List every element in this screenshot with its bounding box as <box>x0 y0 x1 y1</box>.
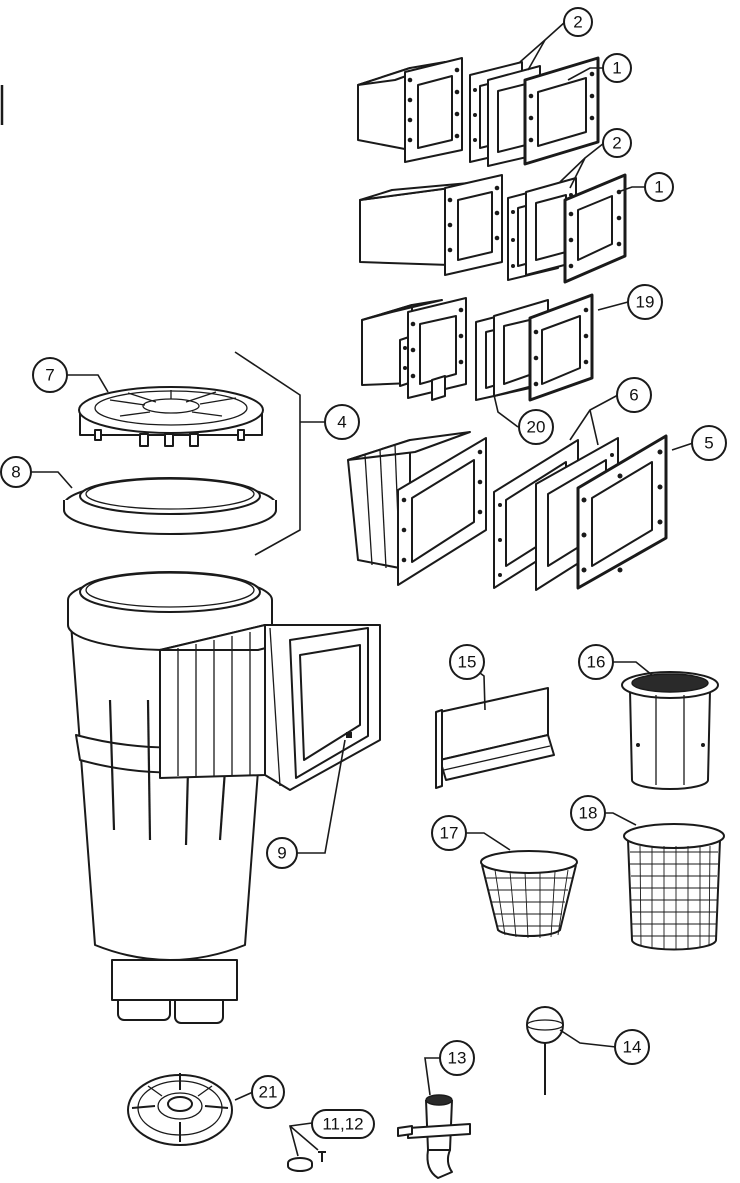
weir-door <box>435 687 555 789</box>
callout-13: 13 <box>439 1040 475 1076</box>
callout-label: 9 <box>277 844 286 863</box>
callout-6: 6 <box>616 377 652 413</box>
vacuum-adapter <box>397 1094 471 1179</box>
callout-label: 18 <box>579 804 598 823</box>
callout-8: 8 <box>0 456 32 488</box>
callout-2a: 2 <box>563 7 593 37</box>
callout-5: 5 <box>691 425 727 461</box>
callout-15: 15 <box>449 644 485 680</box>
faceplate-3 <box>528 293 594 402</box>
callout-label: 11,12 <box>322 1115 363 1134</box>
callout-19: 19 <box>627 284 663 320</box>
callout-label: 19 <box>636 293 655 312</box>
small-basket <box>480 850 578 939</box>
skimmer-collar <box>63 477 277 535</box>
screw-and-plug <box>287 1151 326 1172</box>
callout-21: 21 <box>251 1075 285 1109</box>
callout-11-12: 11,12 <box>311 1109 375 1139</box>
throat-extension-assembly-3 <box>361 297 467 401</box>
callout-16: 16 <box>578 644 614 680</box>
faceplate-1 <box>523 56 600 166</box>
callout-14: 14 <box>614 1029 650 1065</box>
callout-1b: 1 <box>644 172 674 202</box>
callout-label: 2 <box>573 13 582 32</box>
callout-label: 2 <box>612 134 621 153</box>
callout-4: 4 <box>324 404 360 440</box>
callout-label: 21 <box>259 1083 278 1102</box>
skimmer-lid <box>78 386 264 447</box>
callout-17: 17 <box>431 815 467 851</box>
callout-label: 20 <box>527 418 546 437</box>
callout-label: 16 <box>587 653 606 672</box>
throat-extension-assembly-2 <box>359 174 503 276</box>
callout-label: 1 <box>612 59 621 78</box>
callout-2b: 2 <box>602 128 632 158</box>
skimmer-body <box>67 571 381 1024</box>
float-valve <box>526 1006 564 1095</box>
callout-label: 14 <box>623 1038 642 1057</box>
callout-label: 8 <box>11 463 20 482</box>
callout-label: 13 <box>448 1049 467 1068</box>
callout-label: 6 <box>629 386 638 405</box>
callout-label: 4 <box>337 413 346 432</box>
callout-18: 18 <box>570 795 606 831</box>
callout-label: 15 <box>458 653 477 672</box>
leader-lines <box>30 21 694 1157</box>
large-basket <box>623 823 725 951</box>
callout-label: 1 <box>654 178 663 197</box>
faceplate-2 <box>563 173 627 284</box>
bracket-4 <box>234 351 301 556</box>
callout-label: 5 <box>704 434 713 453</box>
throat-extension-assembly-1 <box>357 57 463 163</box>
callout-7: 7 <box>32 357 68 393</box>
callout-20: 20 <box>518 409 554 445</box>
callout-9: 9 <box>266 837 298 869</box>
callout-label: 17 <box>440 824 459 843</box>
wide-faceplate <box>576 434 668 590</box>
wide-mouth-throat <box>347 431 487 586</box>
basket-deflector <box>621 671 719 790</box>
callout-label: 7 <box>45 366 54 385</box>
equalizer-cover <box>127 1073 233 1146</box>
callout-1a: 1 <box>602 53 632 83</box>
